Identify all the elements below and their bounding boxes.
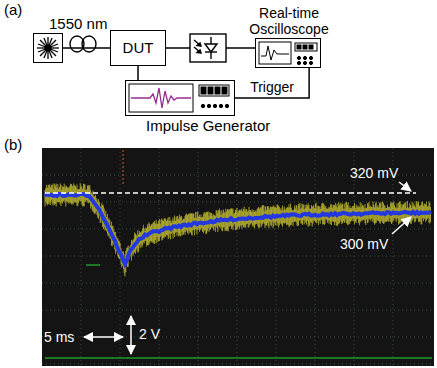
node-label: DUT [123,39,154,56]
noise-stroke [218,210,219,226]
leader-arrow [392,217,411,234]
noise-stroke [374,207,375,224]
leader-arrow [399,182,411,191]
connector-line [137,66,139,80]
grid-line [42,283,434,284]
noise-stroke [422,202,423,218]
noise-stroke [77,189,78,206]
grid-line [42,364,434,365]
voltage-scale-arrow [130,316,132,354]
noise-stroke [365,208,366,225]
grid-line [276,148,277,366]
noisy-trace [45,183,431,276]
scope-screen [42,148,434,366]
photodetector-symbol [190,34,226,62]
level-label: 320 mV [350,165,398,181]
noise-stroke [340,203,341,221]
grid-line [81,148,82,366]
reference-level [45,192,416,194]
trigger-marker [123,150,124,186]
oscilloscope-trace [42,148,434,366]
noise-stroke [430,207,431,222]
noise-stroke [345,202,346,219]
noise-stroke [225,213,226,231]
grid-line [42,229,434,230]
impulse-generator-icon [129,84,229,112]
noise-stroke [161,220,162,236]
voltage-scale-label: 2 V [139,326,160,342]
laser-box: 1550 nm [33,33,63,63]
connector-line [235,68,309,98]
noise-stroke [222,214,223,232]
level-label: 300 mV [340,236,388,252]
noise-stroke [197,212,198,231]
oscilloscope-box: Real-time Oscilloscope [255,38,321,68]
panel-label: (b) [4,136,22,153]
grid-line [237,148,238,366]
panel-label: (a) [4,1,22,18]
grid-line [42,202,434,203]
noise-stroke [405,202,406,218]
ground-marker [45,357,432,359]
level-marker [86,264,100,266]
noise-stroke [297,210,298,226]
grid-line [42,337,434,338]
grid-line [315,148,316,366]
connector-line [63,47,110,49]
noise-stroke [313,205,314,220]
grid-line [42,310,434,311]
noise-stroke [407,201,408,219]
noise-stroke [361,204,362,221]
grid-line [42,256,434,257]
node-label: Impulse Generator [146,117,270,134]
averaged-trace [45,194,431,264]
impulse-generator-box: Impulse Generator [125,80,235,116]
noise-stroke [345,209,346,223]
edge-label: Trigger [249,79,295,95]
time-scale-label: 5 ms [44,329,74,345]
noise-stroke [260,207,261,223]
laser-symbol [37,37,59,59]
noise-stroke [369,202,370,219]
noise-stroke [82,189,83,206]
noise-stroke [208,211,209,228]
node-label: Real-time Oscilloscope [233,6,345,37]
noise-stroke [304,209,305,224]
noise-stroke [262,205,263,224]
fiber-coil [70,36,96,52]
grid-line [198,148,199,366]
node-label: 1550 nm [49,15,107,32]
dut-box: DUT [110,30,166,66]
time-scale-arrow [84,336,123,338]
noise-stroke [217,213,218,232]
oscilloscope-icon [259,42,317,65]
noise-stroke [299,203,300,220]
scope-grid [42,148,434,366]
